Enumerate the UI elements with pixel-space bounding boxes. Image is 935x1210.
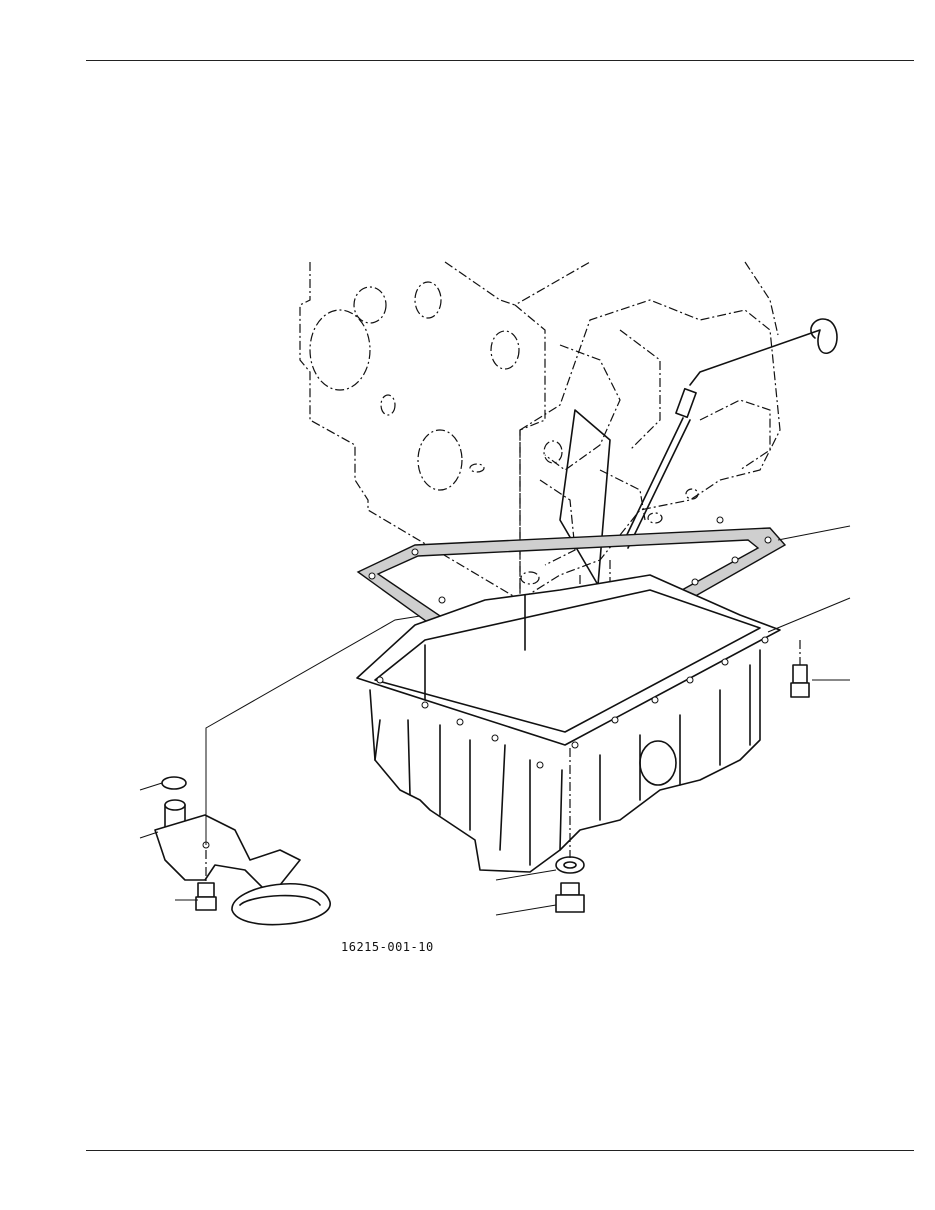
oil-pan: [356, 574, 781, 873]
oil-strainer: [154, 776, 331, 926]
pan-bolt: [790, 664, 810, 698]
engine-block-outline: [299, 261, 781, 620]
figure-label: 16215-001-10: [341, 940, 434, 954]
footer-rule: [86, 1150, 914, 1151]
header-rule: [86, 60, 914, 61]
callout-lines: [139, 525, 851, 916]
drain-plug: [555, 856, 585, 913]
dipstick: [559, 318, 838, 586]
